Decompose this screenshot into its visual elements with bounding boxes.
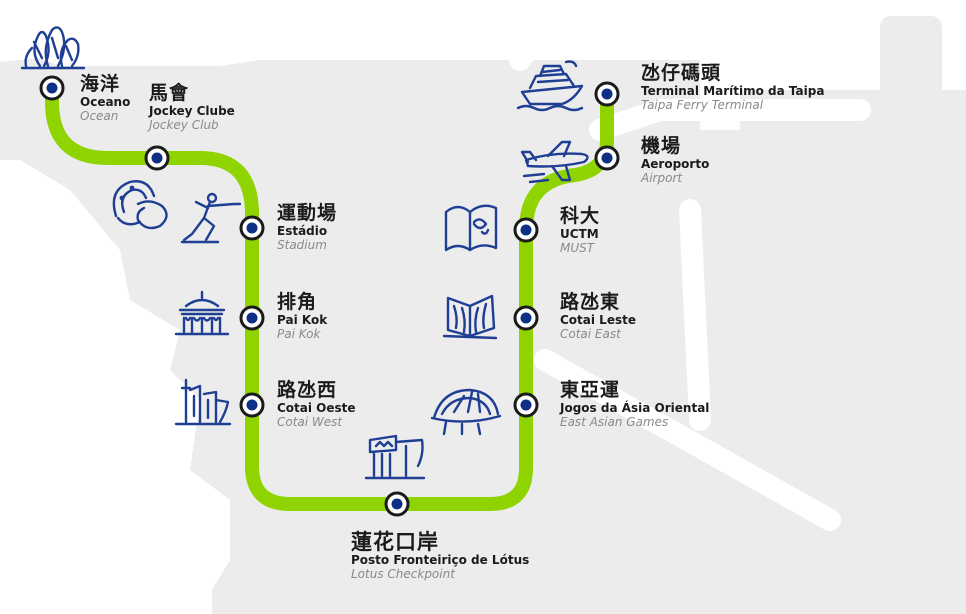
station-label-must: 科大 UCTM MUST <box>560 205 601 255</box>
station-name-en: Pai Kok <box>277 326 321 341</box>
ferry-icon <box>516 60 584 112</box>
station-marker-cotai-east <box>513 305 539 331</box>
station-name-zh: 氹仔碼頭 <box>641 62 722 84</box>
athlete-icon <box>180 192 242 244</box>
station-name-en: Ocean <box>80 108 119 123</box>
station-label-ferry: 氹仔碼頭 Terminal Marítimo da Taipa Taipa Fe… <box>641 62 825 112</box>
station-label-lotus: 蓮花口岸 Posto Fronteiriço de Lótus Lotus Ch… <box>351 530 529 582</box>
station-name-zh: 路氹西 <box>277 379 338 401</box>
station-name-en: Taipa Ferry Terminal <box>641 97 764 112</box>
station-name-pt: Jogos da Ásia Oriental <box>560 400 710 415</box>
station-marker-lotus <box>384 491 410 517</box>
station-name-zh: 機場 <box>641 135 682 157</box>
dome-icon <box>430 388 502 436</box>
station-name-zh: 運動場 <box>277 202 338 224</box>
station-marker-airport <box>594 145 620 171</box>
station-label-ocean: 海洋 Oceano Ocean <box>80 73 131 123</box>
station-name-pt: Terminal Marítimo da Taipa <box>641 83 825 98</box>
land-background <box>0 16 966 614</box>
station-name-pt: Posto Fronteiriço de Lótus <box>351 553 530 568</box>
station-name-zh: 路氹東 <box>560 291 621 313</box>
station-name-pt: Oceano <box>80 94 131 109</box>
station-label-jockey-club: 馬會 Jockey Clube Jockey Club <box>149 82 235 132</box>
station-name-zh: 科大 <box>560 205 601 227</box>
station-name-pt: Pai Kok <box>277 312 328 327</box>
station-label-cotai-east: 路氹東 Cotai Leste Cotai East <box>560 291 636 341</box>
book-building-icon <box>442 294 498 340</box>
station-name-pt: Cotai Oeste <box>277 400 356 415</box>
station-name-en: East Asian Games <box>560 414 669 429</box>
station-name-en: Cotai West <box>277 414 343 429</box>
station-label-airport: 機場 Aeroporto Airport <box>641 135 710 185</box>
station-name-zh: 馬會 <box>149 82 190 104</box>
station-marker-stadium <box>239 215 265 241</box>
station-name-pt: Jockey Clube <box>149 103 235 118</box>
land-roads <box>509 19 871 531</box>
station-name-pt: Estádio <box>277 223 328 238</box>
station-name-zh: 排角 <box>277 291 318 313</box>
station-marker-ferry <box>594 81 620 107</box>
station-name-pt: Aeroporto <box>641 156 710 171</box>
station-name-en: Stadium <box>277 237 327 252</box>
station-marker-ocean <box>39 75 65 101</box>
station-name-en: Lotus Checkpoint <box>351 566 455 581</box>
station-name-zh: 東亞運 <box>560 379 621 401</box>
station-name-pt: UCTM <box>560 226 599 241</box>
metro-line <box>45 81 614 511</box>
station-label-pai-kok: 排角 Pai Kok Pai Kok <box>277 291 328 341</box>
station-name-zh: 海洋 <box>80 73 121 95</box>
station-name-zh: 蓮花口岸 <box>351 530 439 554</box>
station-name-en: Cotai East <box>560 326 621 341</box>
station-label-east-asian-games: 東亞運 Jogos da Ásia Oriental East Asian Ga… <box>560 379 710 429</box>
station-marker-east-asian-games <box>513 392 539 418</box>
station-marker-jockey-club <box>144 145 170 171</box>
station-marker-must <box>513 217 539 243</box>
buildings-icon <box>174 378 232 426</box>
checkpoint-icon <box>364 434 426 480</box>
book-icon <box>444 204 498 252</box>
tower-icon <box>20 26 86 70</box>
pavilion-icon <box>174 290 230 336</box>
station-name-en: MUST <box>560 240 595 255</box>
station-name-en: Jockey Club <box>149 117 219 132</box>
station-name-pt: Cotai Leste <box>560 312 636 327</box>
stations-layer <box>39 75 620 517</box>
airplane-icon <box>520 140 589 184</box>
horseshoe-icon <box>112 180 168 230</box>
station-label-stadium: 運動場 Estádio Stadium <box>277 202 338 252</box>
station-name-en: Airport <box>641 170 683 185</box>
station-label-cotai-west: 路氹西 Cotai Oeste Cotai West <box>277 379 356 429</box>
station-marker-pai-kok <box>239 305 265 331</box>
station-marker-cotai-west <box>239 392 265 418</box>
